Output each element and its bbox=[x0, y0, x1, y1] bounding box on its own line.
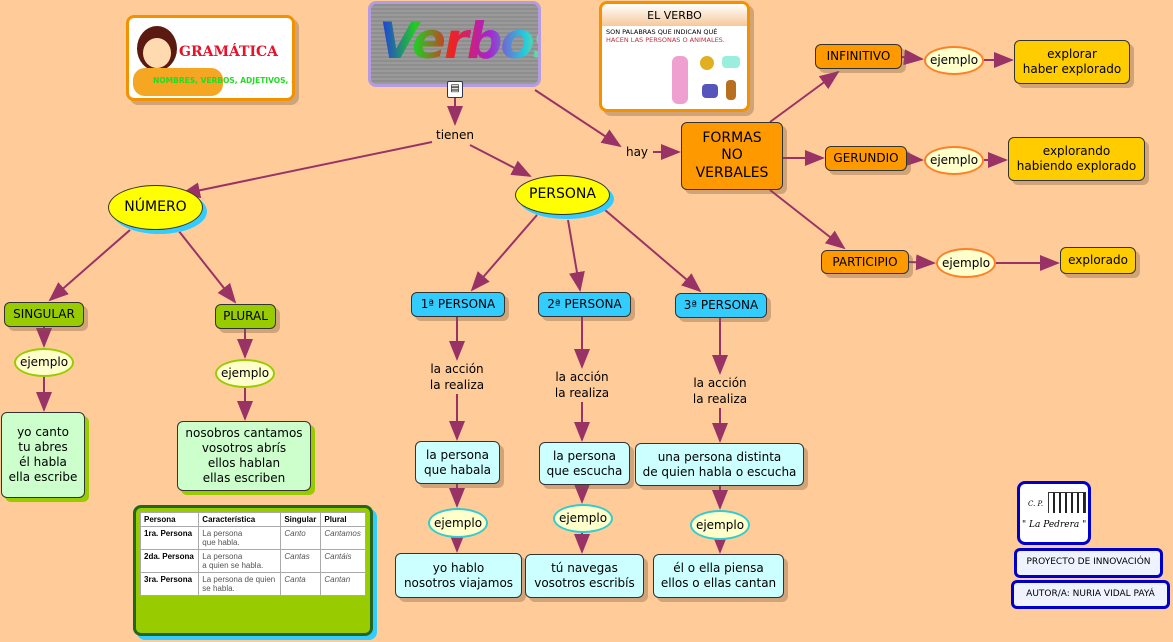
verbos-image: Verbos bbox=[368, 1, 541, 87]
ejemplo-3a: ejemplo bbox=[690, 510, 750, 540]
node-3a-ejemplo[interactable]: él o ella piensa ellos o ellas cantan bbox=[653, 554, 784, 598]
node-numero[interactable]: NÚMERO bbox=[108, 185, 203, 230]
persona-table-image: Persona Característica Singular Plural 1… bbox=[133, 505, 373, 636]
connector-arrow bbox=[470, 214, 538, 292]
persona-table: Persona Característica Singular Plural 1… bbox=[139, 512, 366, 596]
ejemplo-gerundio: ejemplo bbox=[924, 146, 984, 175]
node-infinitivo[interactable]: INFINITIVO bbox=[815, 44, 902, 69]
connector-arrow bbox=[769, 189, 846, 250]
school-logo: C. P. " La Pedrera " bbox=[1017, 481, 1091, 545]
connector-arrow bbox=[567, 219, 585, 292]
logo-text-name: " La Pedrera " bbox=[1022, 520, 1087, 530]
connector-arrow bbox=[469, 144, 532, 177]
node-singular-ejemplo[interactable]: yo canto tu abres él habla ella escribe bbox=[1, 412, 85, 498]
logo-text-cp: C. P. bbox=[1028, 500, 1044, 508]
ejemplo-singular: ejemplo bbox=[14, 348, 74, 377]
connector-arrow bbox=[903, 150, 924, 167]
link-hay: hay bbox=[625, 145, 649, 159]
table-cell: Cantas bbox=[280, 549, 322, 573]
node-2a-ejemplo[interactable]: tú navegas vosotros escribís bbox=[525, 554, 644, 598]
node-participio-ejemplo[interactable]: explorado bbox=[1060, 247, 1136, 274]
ejemplo-plural: ejemplo bbox=[215, 359, 275, 388]
connector-arrow bbox=[604, 209, 702, 293]
connector-arrow bbox=[769, 70, 840, 123]
node-3a-desc[interactable]: una persona distinta de quien habla o es… bbox=[635, 443, 804, 486]
verbos-title: Verbos bbox=[379, 12, 538, 70]
el-verbo-line2: HACEN LAS PERSONAS O ANIMALES. bbox=[606, 36, 725, 44]
el-verbo-image: EL VERBO SON PALABRAS QUE INDICAN QUÉ HA… bbox=[599, 1, 750, 112]
node-formas-no-verbales[interactable]: FORMAS NO VERBALES bbox=[681, 122, 783, 190]
link-accion-2: la acción la realiza bbox=[554, 370, 610, 400]
attachment-icon[interactable]: ▤ bbox=[447, 81, 463, 98]
node-1a-ejemplo[interactable]: yo hablo nosotros viajamos bbox=[395, 553, 522, 598]
table-header: Singular bbox=[280, 512, 322, 527]
el-verbo-line1: SON PALABRAS QUE INDICAN QUÉ bbox=[606, 28, 718, 36]
connector-arrow bbox=[180, 141, 433, 199]
table-header: Plural bbox=[320, 512, 366, 527]
gramatica-title: GRAMÁTICA bbox=[179, 44, 279, 60]
table-header: Persona bbox=[139, 512, 200, 527]
connector-arrow bbox=[177, 229, 237, 304]
node-plural-ejemplo[interactable]: nosobros cantamos vosotros abrís ellos h… bbox=[177, 421, 311, 491]
table-cell: La persona de quien se habla. bbox=[198, 572, 282, 596]
table-header: Característica bbox=[198, 512, 282, 527]
table-cell: Cantamos bbox=[320, 526, 366, 550]
table-cell: 1ra. Persona bbox=[139, 526, 200, 550]
connector-arrow bbox=[901, 49, 924, 66]
table-cell: 2da. Persona bbox=[139, 549, 200, 573]
node-singular[interactable]: SINGULAR bbox=[4, 302, 84, 327]
link-accion-1: la acción la realiza bbox=[429, 362, 485, 392]
node-1a-persona[interactable]: 1ª PERSONA bbox=[411, 292, 505, 317]
credit-autor: AUTOR/A: NURIA VIDAL PAYÁ bbox=[1011, 580, 1170, 609]
gramatica-image: GRAMÁTICA NOMBRES, VERBOS, ADJETIVOS, ..… bbox=[126, 15, 295, 101]
node-participio[interactable]: PARTICIPIO bbox=[821, 250, 909, 274]
table-cell: Canto bbox=[280, 526, 322, 550]
node-plural[interactable]: PLURAL bbox=[215, 304, 276, 329]
connector-arrow bbox=[48, 229, 131, 302]
ejemplo-1a: ejemplo bbox=[428, 508, 488, 538]
link-accion-3: la acción la realiza bbox=[692, 376, 748, 406]
table-cell: La persona a quien se habla. bbox=[198, 549, 282, 573]
node-gerundio[interactable]: GERUNDIO bbox=[825, 146, 907, 171]
table-cell: Cantáis bbox=[320, 549, 366, 573]
gramatica-subtitle: NOMBRES, VERBOS, ADJETIVOS, ... bbox=[153, 76, 295, 85]
node-2a-persona[interactable]: 2ª PERSONA bbox=[538, 292, 631, 317]
node-3a-persona[interactable]: 3ª PERSONA bbox=[675, 293, 767, 318]
table-cell: Cantan bbox=[320, 572, 366, 596]
ejemplo-2a: ejemplo bbox=[553, 504, 613, 533]
node-1a-desc[interactable]: la persona que habala bbox=[415, 441, 500, 484]
connector-arrow bbox=[534, 89, 622, 148]
credit-proyecto: PROYECTO DE INNOVACIÓN bbox=[1014, 548, 1163, 578]
table-cell: 3ra. Persona bbox=[139, 572, 200, 596]
node-2a-desc[interactable]: la persona que escucha bbox=[539, 442, 630, 485]
ejemplo-infinitivo: ejemplo bbox=[924, 46, 984, 75]
table-cell: La persona que habla. bbox=[198, 526, 282, 550]
table-cell: Canta bbox=[280, 572, 322, 596]
ejemplo-participio: ejemplo bbox=[936, 248, 996, 278]
node-persona[interactable]: PERSONA bbox=[515, 175, 610, 215]
connector-arrow bbox=[908, 254, 936, 271]
node-gerundio-ejemplo[interactable]: explorando habiendo explorado bbox=[1008, 137, 1145, 181]
node-infinitivo-ejemplo[interactable]: explorar haber explorado bbox=[1014, 40, 1130, 84]
link-tienen: tienen bbox=[435, 128, 474, 142]
el-verbo-title: EL VERBO bbox=[602, 4, 747, 26]
